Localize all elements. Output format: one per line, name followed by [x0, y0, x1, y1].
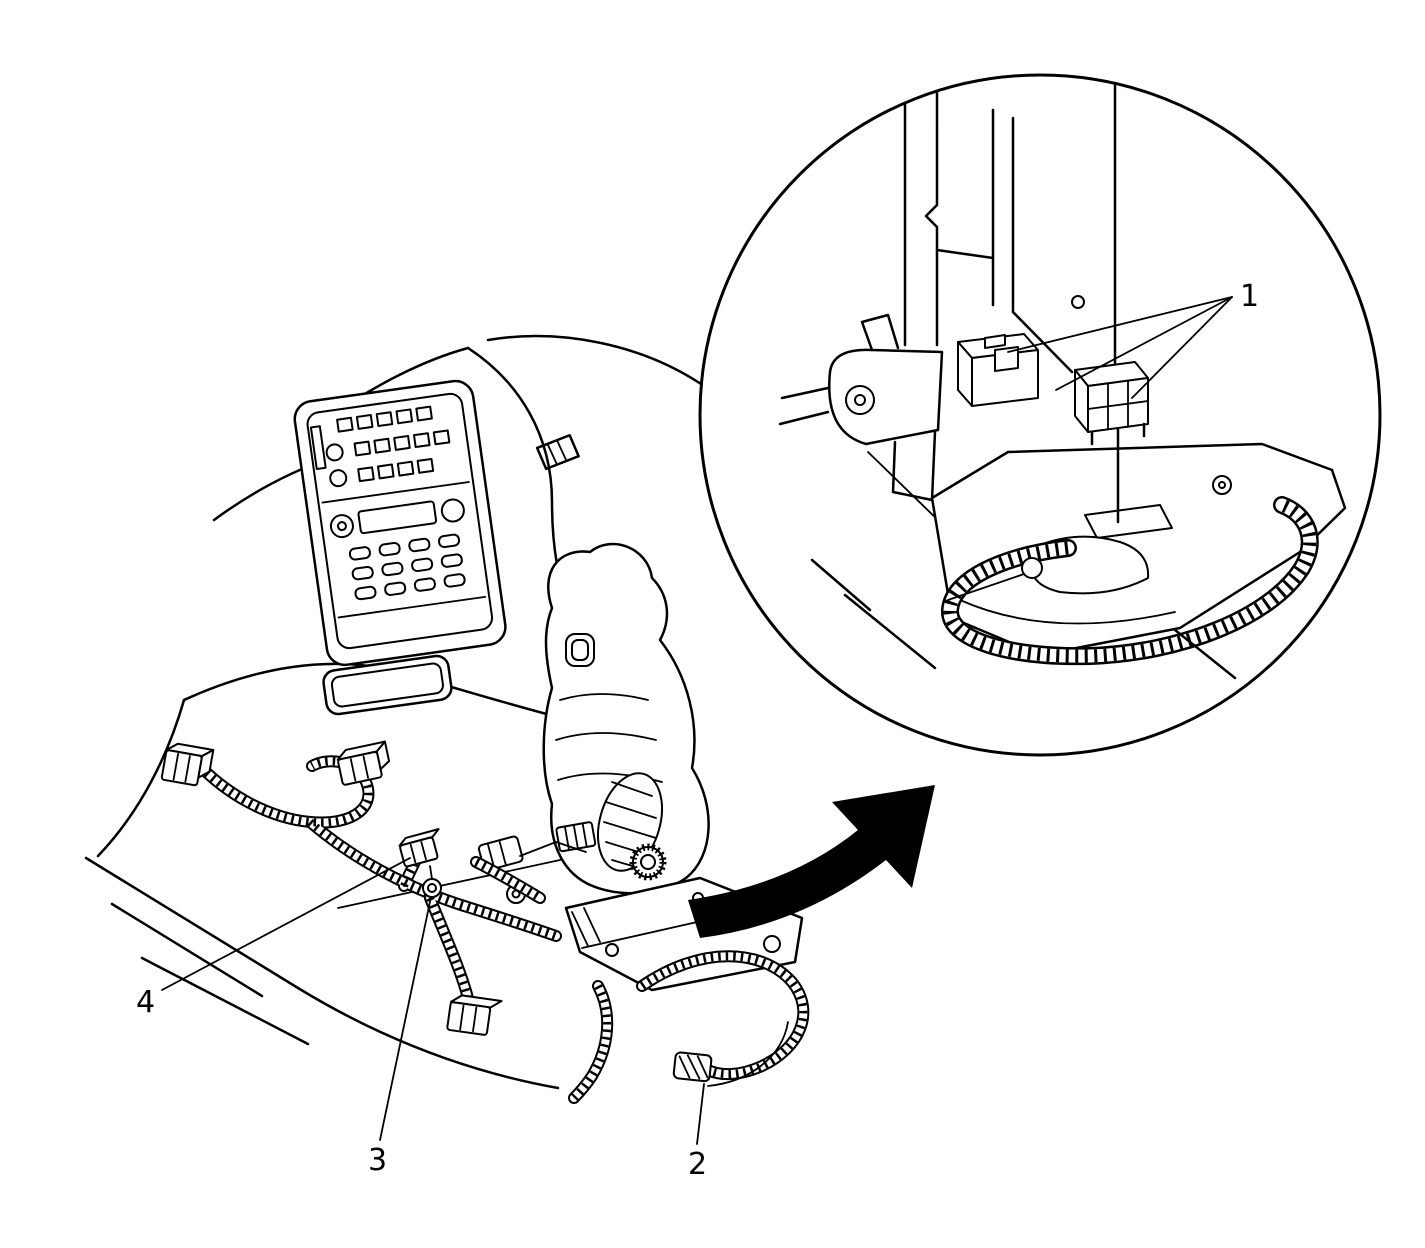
panel-slider: [309, 425, 327, 471]
connector-lower: [446, 994, 503, 1036]
callout-2: 2: [688, 1147, 707, 1182]
radio-knob-right: [440, 498, 465, 523]
leader-line-3: [379, 896, 432, 1141]
connector-mid: [336, 740, 391, 786]
pigtail-wire: [707, 1021, 789, 1087]
leader-line-4: [161, 857, 411, 991]
floor-lines: [84, 856, 560, 1090]
dash-vent: [535, 434, 580, 471]
shifter-boot: [542, 542, 710, 895]
bracket-hole: [763, 935, 781, 953]
leader-lines: [161, 857, 705, 1145]
connector-b: [1074, 361, 1149, 446]
leader-lines-1: [1007, 296, 1233, 399]
callout-1: 1: [1240, 279, 1259, 314]
leader-line-2: [696, 1083, 705, 1145]
magnifier-arrow-icon: [688, 785, 935, 938]
radio-display: [357, 500, 438, 535]
plate-slot: [1084, 504, 1173, 539]
radio-unit: [329, 498, 466, 601]
dash-pocket: [322, 654, 453, 716]
switch-bank: [325, 405, 451, 488]
seat-frame: [903, 75, 1117, 374]
stud: [947, 557, 1043, 601]
callout-3: 3: [368, 1143, 387, 1178]
grommet-item-3: [422, 865, 442, 898]
radio-panel: [293, 379, 507, 667]
latch-bracket: [778, 313, 944, 502]
connector-item-2: [672, 1051, 713, 1083]
wiring-harness: [160, 740, 803, 1098]
detail-circle: [698, 73, 1382, 757]
cable-ring: [629, 843, 667, 881]
connector-a: [957, 333, 1039, 407]
connector-left: [160, 742, 215, 787]
callout-4: 4: [136, 985, 155, 1020]
